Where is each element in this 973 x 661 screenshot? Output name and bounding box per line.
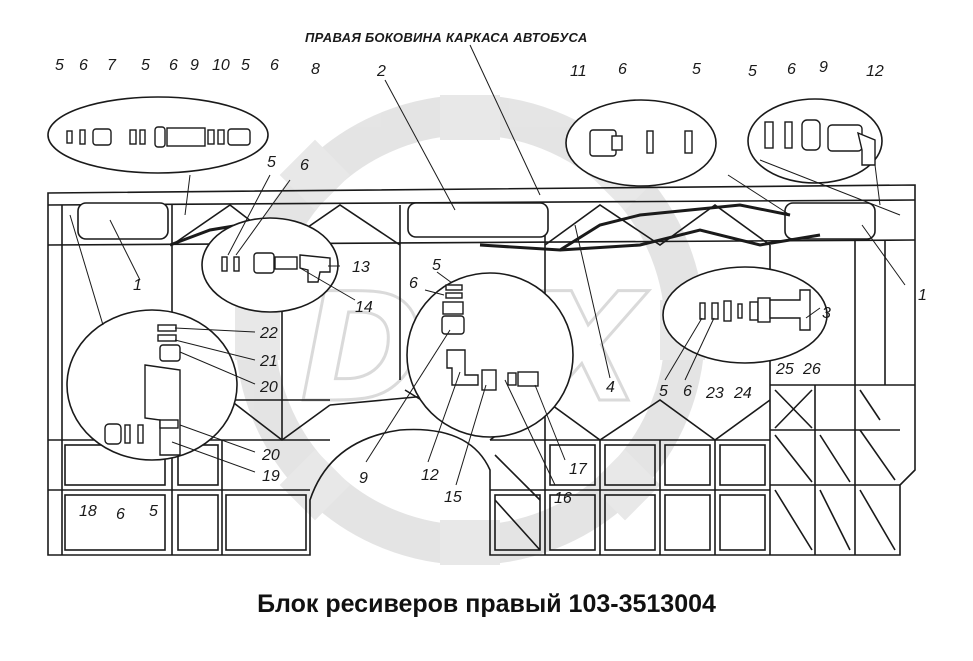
callout-15: 15 [444, 489, 462, 506]
callout-9: 9 [819, 59, 828, 76]
callout-16: 16 [554, 490, 572, 507]
callout-25: 25 [775, 361, 794, 378]
callout-3: 3 [822, 305, 831, 322]
receivers [77, 202, 876, 240]
callout-22: 22 [259, 325, 278, 342]
callout-1: 1 [918, 287, 927, 304]
callout-23: 23 [705, 385, 724, 402]
callout-5: 5 [692, 61, 701, 78]
fittings [66, 119, 876, 456]
callout-5: 5 [267, 154, 276, 171]
callout-6: 6 [683, 383, 692, 400]
callout-9: 9 [190, 57, 199, 74]
callout-13: 13 [352, 259, 370, 276]
callout-20: 20 [259, 379, 278, 396]
callout-7: 7 [107, 57, 117, 74]
callout-5: 5 [241, 57, 250, 74]
callout-6: 6 [270, 57, 279, 74]
callout-8: 8 [311, 61, 320, 78]
callout-21: 21 [259, 353, 278, 370]
callout-24: 24 [733, 385, 752, 402]
callout-5: 5 [55, 57, 64, 74]
receiver-right [784, 202, 876, 240]
callout-6: 6 [409, 275, 418, 292]
callout-10: 10 [212, 57, 230, 74]
callout-26: 26 [802, 361, 821, 378]
callout-14: 14 [355, 299, 373, 316]
callout-19: 19 [262, 468, 280, 485]
callout-2: 2 [376, 63, 386, 80]
callout-6: 6 [169, 57, 178, 74]
callout-6: 6 [300, 157, 309, 174]
callout-4: 4 [606, 379, 615, 396]
callout-5: 5 [149, 503, 158, 520]
header-label: ПРАВАЯ БОКОВИНА КАРКАСА АВТОБУСА [305, 30, 588, 45]
callout-6: 6 [618, 61, 627, 78]
callout-6: 6 [116, 506, 125, 523]
callout-1: 1 [133, 277, 142, 294]
callout-5: 5 [432, 257, 441, 274]
callout-12: 12 [866, 63, 884, 80]
callout-11: 11 [570, 63, 587, 80]
callout-5: 5 [659, 383, 668, 400]
diagram-caption: Блок ресиверов правый 103-3513004 [257, 590, 716, 618]
callout-numbers: 5 6 7 5 6 9 10 5 6 8 2 11 6 5 5 6 9 12 1… [55, 57, 927, 523]
callout-6: 6 [79, 57, 88, 74]
receiver-center [407, 202, 549, 238]
callout-18: 18 [79, 503, 97, 520]
callout-5: 5 [141, 57, 150, 74]
callout-17: 17 [569, 461, 588, 478]
callout-12: 12 [421, 467, 439, 484]
callout-5: 5 [748, 63, 757, 80]
receiver-left [77, 202, 169, 240]
callout-6: 6 [787, 61, 796, 78]
callout-20: 20 [261, 447, 280, 464]
leader-lines [69, 44, 906, 486]
callout-9: 9 [359, 470, 368, 487]
